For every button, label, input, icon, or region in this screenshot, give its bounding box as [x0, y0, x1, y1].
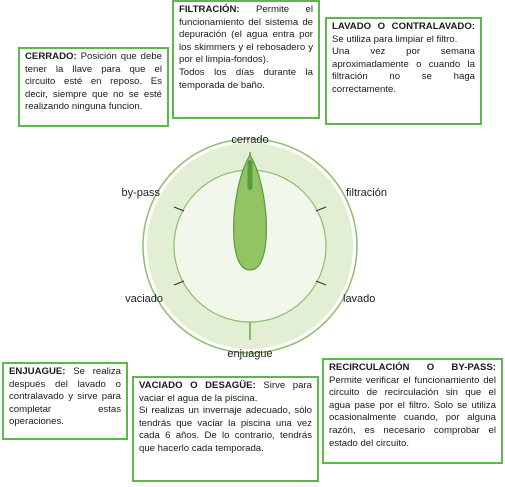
- filtracion-extra: Todos los días durante la temporada de b…: [179, 66, 313, 91]
- dial-label-lavado: lavado: [343, 293, 375, 305]
- cerrado-body: Posición que debe tener la llave para qu…: [25, 51, 162, 113]
- filtracion-box: FILTRACIÓN: Permite el funcionamiento de…: [172, 0, 320, 119]
- filtracion-title: FILTRACIÓN:: [179, 4, 240, 15]
- dial-label-cerrado: cerrado: [231, 134, 268, 146]
- dial-label-filtracion: filtración: [346, 187, 387, 199]
- valve-handle[interactable]: [233, 153, 267, 271]
- recirculacion-title: RECIRCULACIÓN O BY-PASS:: [329, 362, 496, 373]
- vaciado-title: VACIADO O DESAGÜE:: [139, 380, 256, 391]
- dial-label-vaciado: vaciado: [125, 293, 163, 305]
- tick-filtracion: [315, 206, 327, 212]
- enjuague-title: ENJUAGUE:: [9, 366, 66, 377]
- lavado-title: LAVADO O CONTRALAVADO:: [332, 21, 475, 32]
- tick-vaciado: [173, 280, 185, 286]
- cerrado-box: CERRADO: Posición que debe tener la llav…: [18, 47, 169, 127]
- dial-label-enjuague: enjuague: [227, 348, 272, 360]
- tick-bypass: [173, 206, 185, 212]
- recirculacion-box: RECIRCULACIÓN O BY-PASS: Permite verific…: [322, 358, 503, 464]
- enjuague-body: Se realiza después del lavado o contrala…: [9, 366, 121, 428]
- vaciado-box: VACIADO O DESAGÜE: Sirve para vaciar el …: [132, 376, 319, 482]
- lavado-box: LAVADO O CONTRALAVADO: Se utiliza para l…: [325, 17, 482, 125]
- cerrado-title: CERRADO:: [25, 51, 77, 62]
- enjuague-box: ENJUAGUE: Se realiza después del lavado …: [2, 362, 128, 440]
- recirculacion-body: Permite verificar el funcionamiento del …: [329, 374, 496, 449]
- lavado-body: Se utiliza para limpiar el filtro.: [332, 33, 458, 45]
- vaciado-body: Sirve para vaciar el agua de la piscina.: [139, 380, 312, 404]
- dial-label-bypass: by-pass: [121, 187, 160, 199]
- filtracion-body: Permite el funcionamiento del sistema de…: [179, 4, 313, 66]
- vaciado-extra: Si realizas un invernaje adecuado, sólo …: [139, 405, 312, 454]
- tick-lavado: [315, 280, 327, 286]
- lavado-extra: Una vez por semana aproximadamente o cua…: [332, 46, 475, 95]
- handle-indicator: [247, 160, 253, 190]
